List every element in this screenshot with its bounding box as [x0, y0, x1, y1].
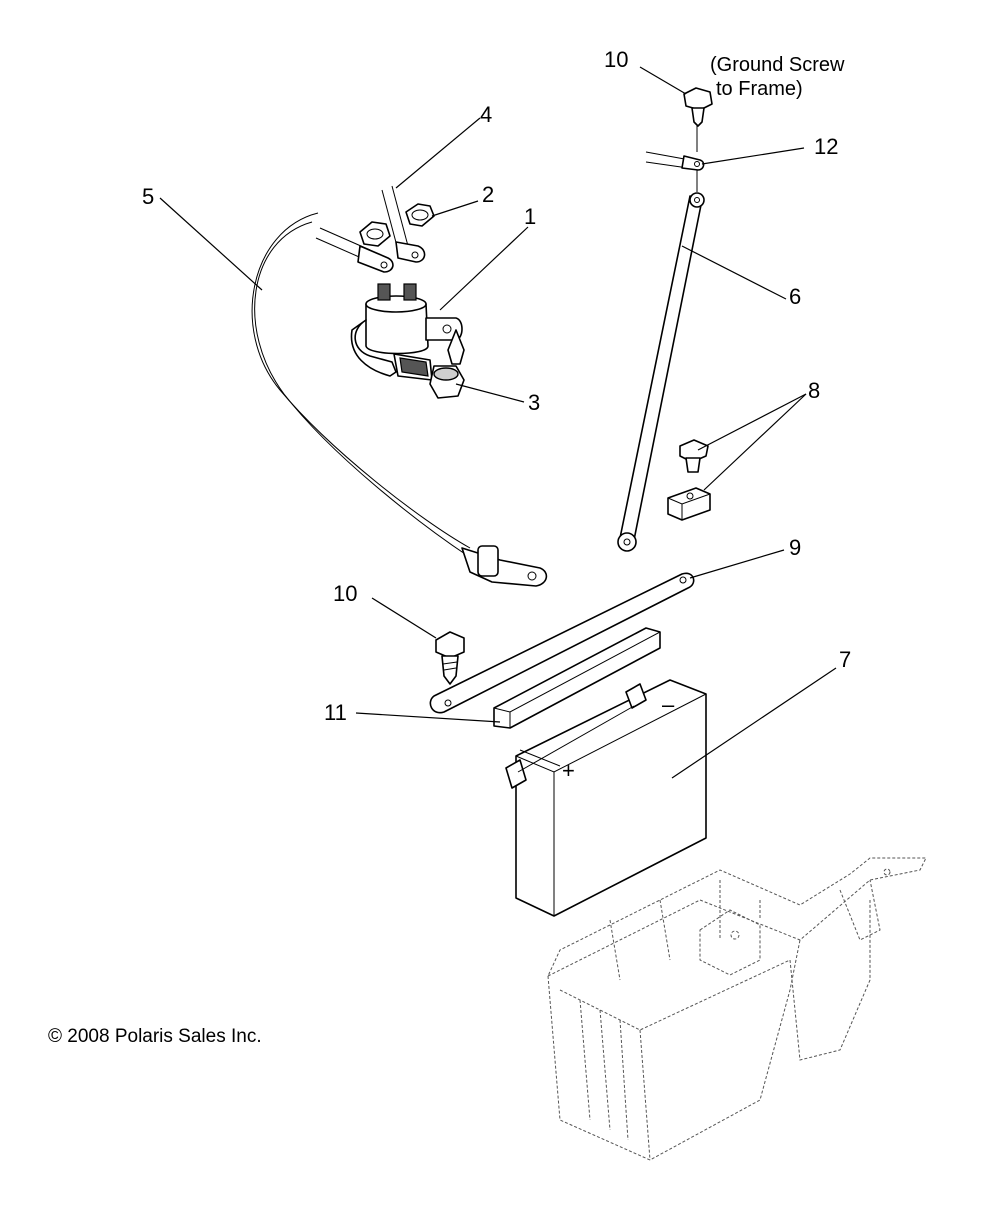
- nut-2: [359, 203, 435, 247]
- callout-labels: 1 2 3 4 5 6 7 8 9 10 10 11 12: [142, 47, 851, 725]
- battery-box: [546, 857, 927, 1161]
- battery-negative-label: –: [662, 692, 675, 717]
- ground-lead-12: [645, 125, 705, 192]
- callout-5: 5: [142, 184, 154, 209]
- bolt-3: [429, 329, 465, 399]
- ground-note-line2: to Frame): [716, 78, 803, 100]
- bolt-10: [435, 631, 465, 685]
- callout-7: 7: [839, 647, 851, 672]
- callout-8: 8: [808, 378, 820, 403]
- callout-6: 6: [789, 284, 801, 309]
- ground-note: (Ground Screw to Frame): [710, 54, 845, 100]
- fastener-8: [667, 439, 711, 521]
- callout-3: 3: [528, 390, 540, 415]
- foam-pad-11: [493, 627, 661, 729]
- battery-7: + –: [505, 679, 707, 917]
- callout-10-bottom: 10: [333, 581, 357, 606]
- solenoid-1: [315, 185, 463, 381]
- ground-note-line1: (Ground Screw: [710, 54, 845, 76]
- callout-1: 1: [524, 204, 536, 229]
- callout-11: 11: [324, 700, 347, 725]
- ground-bolt-10: [683, 87, 713, 127]
- callout-2: 2: [482, 182, 494, 207]
- cable-5: [251, 212, 548, 587]
- copyright-text: © 2008 Polaris Sales Inc.: [48, 1026, 262, 1047]
- callout-10-top: 10: [604, 47, 628, 72]
- callout-12: 12: [814, 134, 838, 159]
- callout-4: 4: [480, 102, 492, 127]
- ground-strap-6: [617, 192, 705, 552]
- leader-lines: [159, 66, 837, 779]
- callout-9: 9: [789, 535, 801, 560]
- battery-positive-label: +: [562, 758, 575, 783]
- hold-down-strap-9: [429, 572, 695, 714]
